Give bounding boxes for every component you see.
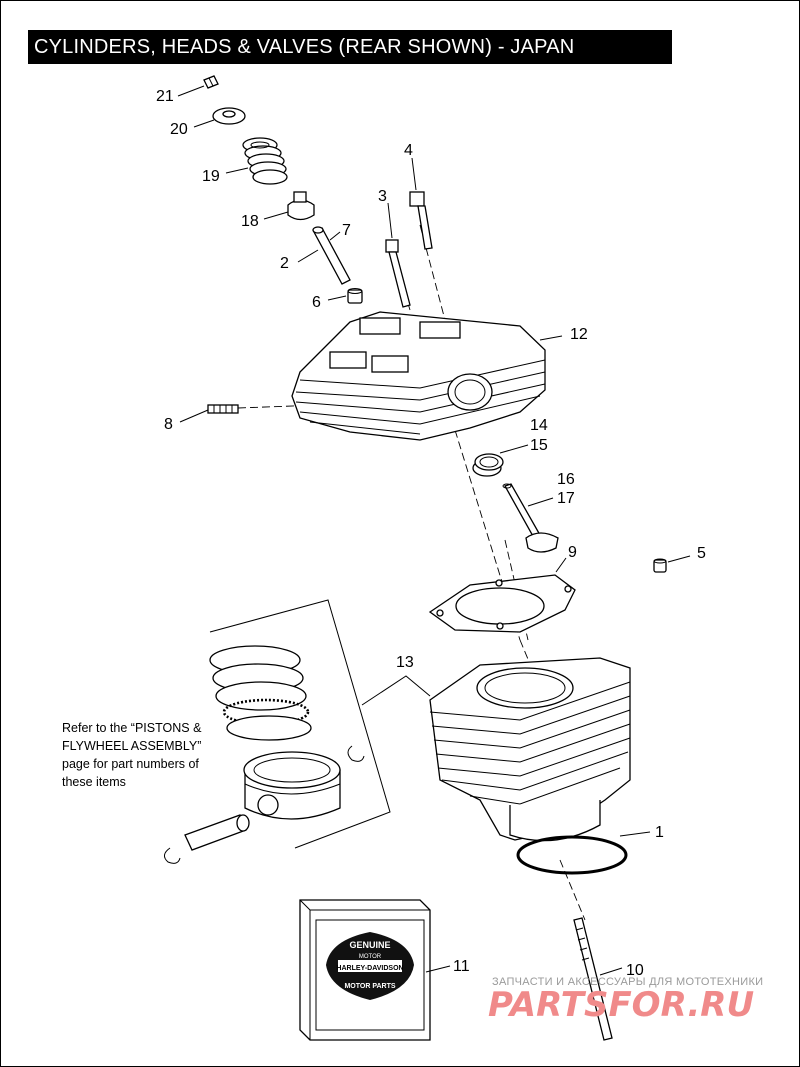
callout-5: 5: [697, 545, 706, 562]
callout-20: 20: [170, 121, 188, 138]
callout-14: 14: [530, 417, 548, 434]
valve-seat-part-14-15: [472, 453, 504, 477]
note-line-3: page for part numbers of: [62, 757, 199, 771]
valve-keeper-part-21: [203, 75, 219, 89]
callout-leader-lines: [177, 85, 691, 976]
note-line-2: FLYWHEEL ASSEMBLY”: [62, 739, 201, 753]
valve-seal-part-18: [287, 191, 315, 221]
cylinder-stud-part-10: [573, 917, 613, 1041]
callout-15: 15: [530, 437, 548, 454]
spring-retainer-part-20: [212, 107, 246, 125]
callout-10: 10: [626, 962, 644, 979]
callout-18: 18: [241, 213, 259, 230]
genuine-motor-parts-logo: GENUINE HARLEY-DAVIDSON MOTOR MOTOR PART…: [326, 932, 414, 1000]
logo-middle-text: MOTOR: [359, 954, 382, 960]
callout-6: 6: [312, 294, 321, 311]
watermark-line-1: ЗАПЧАСТИ И АКСЕССУАРЫ ДЛЯ МОТОТЕХНИКИ: [492, 976, 763, 988]
callout-4: 4: [404, 142, 413, 159]
valve-part-16-17: [502, 483, 559, 553]
cylinder-part-13: [429, 657, 631, 842]
dowel-part-6: [347, 288, 363, 304]
callout-2: 2: [280, 255, 289, 272]
callout-3: 3: [378, 188, 387, 205]
callout-17: 17: [557, 490, 575, 507]
callout-13: 13: [396, 654, 414, 671]
callout-8: 8: [164, 416, 173, 433]
callout-12: 12: [570, 326, 588, 343]
piston-reference-note: Refer to the “PISTONS & FLYWHEEL ASSEMBL…: [62, 721, 202, 789]
cylinder-head-part-12: [291, 311, 546, 441]
callout-7: 7: [342, 222, 351, 239]
dowel-part-5: [653, 558, 667, 573]
watermark: ЗАПЧАСТИ И АКСЕССУАРЫ ДЛЯ МОТОТЕХНИКИ PA…: [488, 976, 763, 1025]
callout-19: 19: [202, 168, 220, 185]
o-ring-part-1: [516, 835, 628, 875]
callout-11: 11: [453, 958, 470, 975]
logo-shield-text: HARLEY-DAVIDSON: [336, 965, 403, 972]
valve-guide-part-2-7: [312, 226, 351, 285]
head-bolt-part-3: [385, 239, 411, 308]
callout-21: 21: [156, 88, 174, 105]
watermark-line-2: PARTSFOR.RU: [488, 985, 754, 1025]
stud-part-8: [207, 404, 239, 414]
head-gasket-part-9: [428, 574, 576, 633]
genuine-parts-box-part-11: GENUINE HARLEY-DAVIDSON MOTOR MOTOR PART…: [299, 899, 431, 1041]
piston-assembly-group: [164, 599, 391, 864]
head-bolt-part-4: [409, 191, 433, 250]
note-line-1: Refer to the “PISTONS &: [62, 721, 202, 735]
callout-labels: 21 20 19 18 7 2 3 4 6 8 12 14 15 16 17 9…: [156, 88, 706, 979]
page-title: CYLINDERS, HEADS & VALVES (REAR SHOWN) -…: [28, 30, 672, 64]
logo-top-text: GENUINE: [349, 940, 390, 950]
callout-9: 9: [568, 544, 577, 561]
callout-16: 16: [557, 471, 575, 488]
note-line-4: these items: [62, 775, 126, 789]
valve-spring-part-19: [242, 137, 288, 185]
logo-bottom-text: MOTOR PARTS: [344, 983, 395, 990]
callout-1: 1: [655, 824, 664, 841]
